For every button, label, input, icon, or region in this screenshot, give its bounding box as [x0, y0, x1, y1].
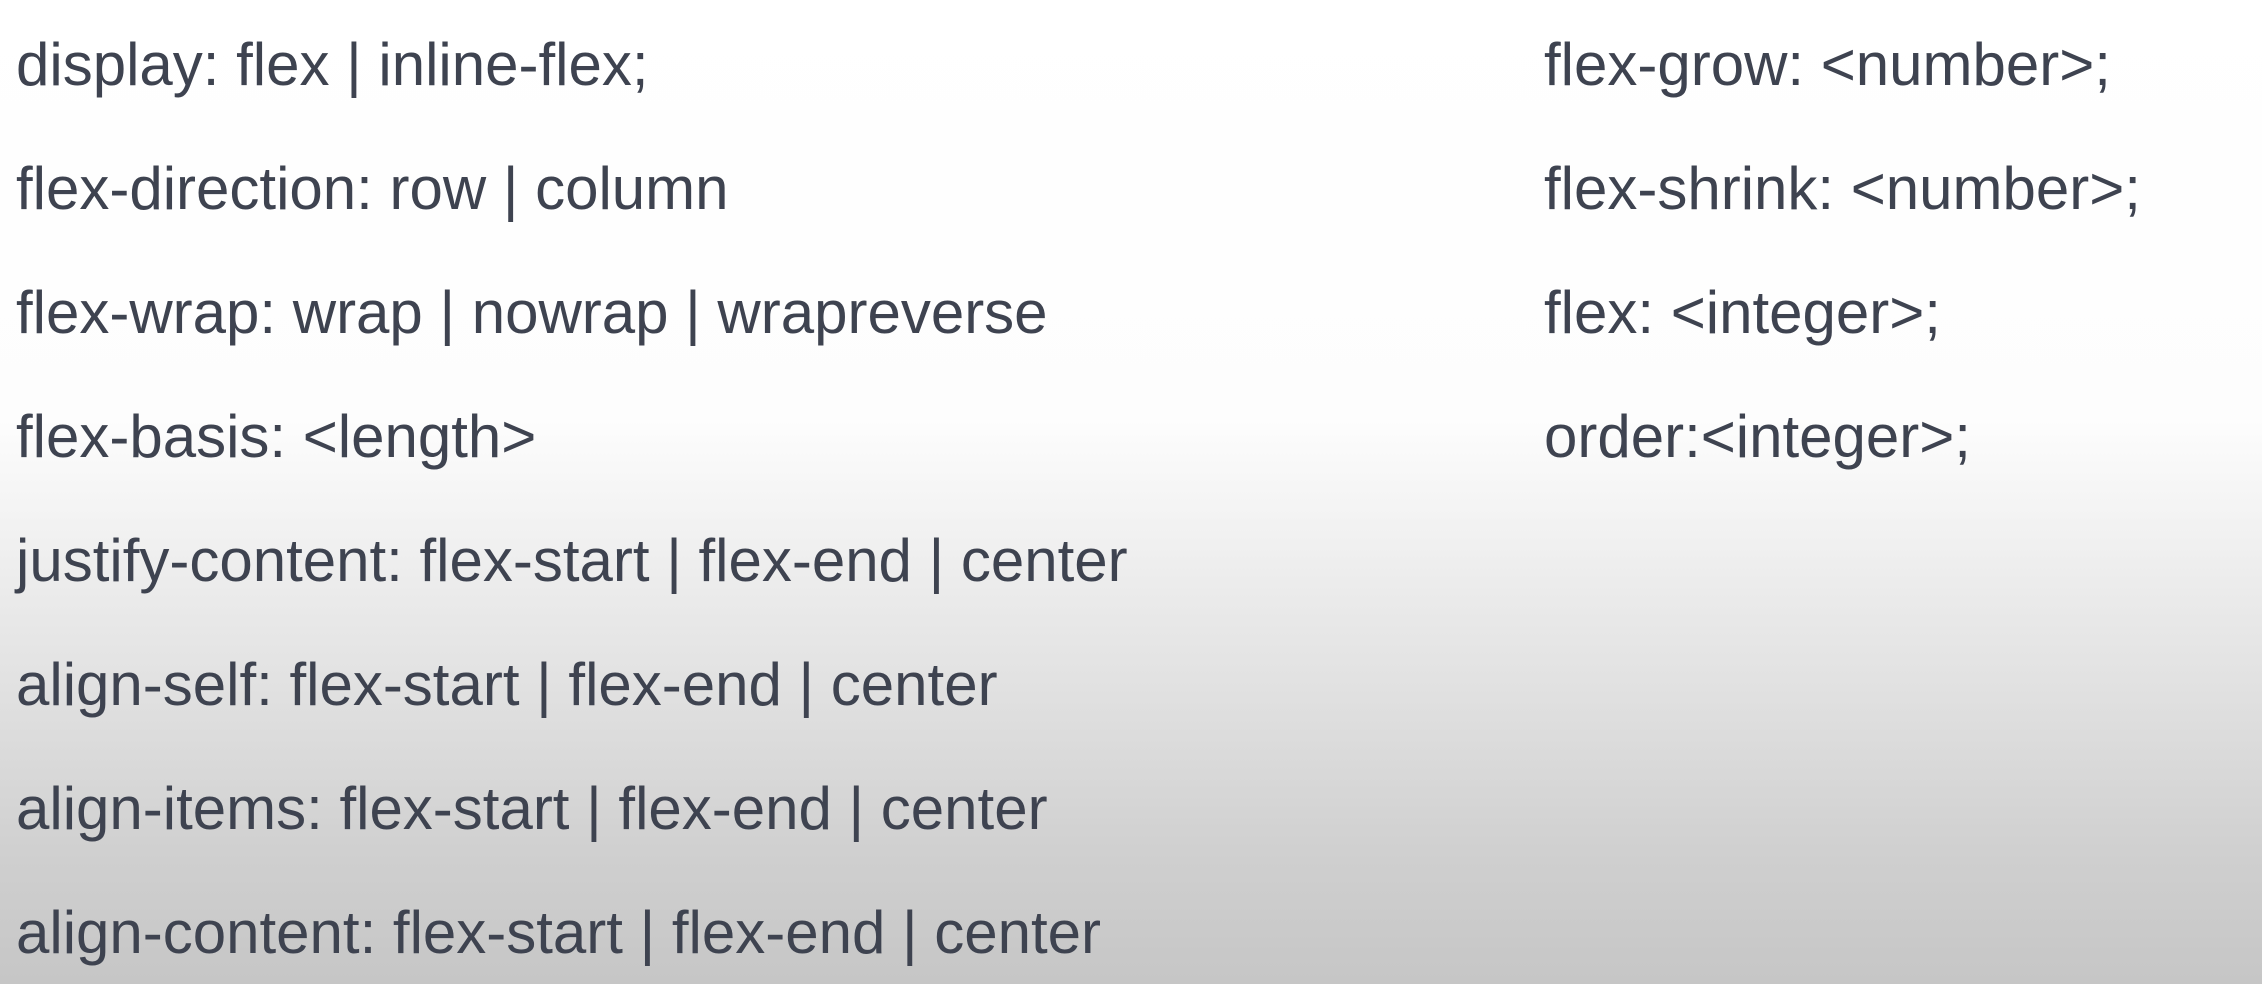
property-align-content: align-content: flex-start | flex-end | c…: [16, 899, 1102, 966]
property-order: order:<integer>;: [1544, 403, 1971, 470]
property-flex-direction: flex-direction: row | column: [16, 155, 729, 222]
property-flex-wrap: flex-wrap: wrap | nowrap | wrapreverse: [16, 279, 1048, 346]
property-align-items: align-items: flex-start | flex-end | cen…: [16, 775, 1048, 842]
property-flex-basis: flex-basis: <length>: [16, 403, 537, 470]
property-flex-shrink: flex-shrink: <number>;: [1544, 155, 2141, 222]
property-flex: flex: <integer>;: [1544, 279, 1941, 346]
property-justify-content: justify-content: flex-start | flex-end |…: [16, 527, 1128, 594]
property-display: display: flex | inline-flex;: [16, 31, 649, 98]
property-align-self: align-self: flex-start | flex-end | cent…: [16, 651, 998, 718]
property-flex-grow: flex-grow: <number>;: [1544, 31, 2111, 98]
